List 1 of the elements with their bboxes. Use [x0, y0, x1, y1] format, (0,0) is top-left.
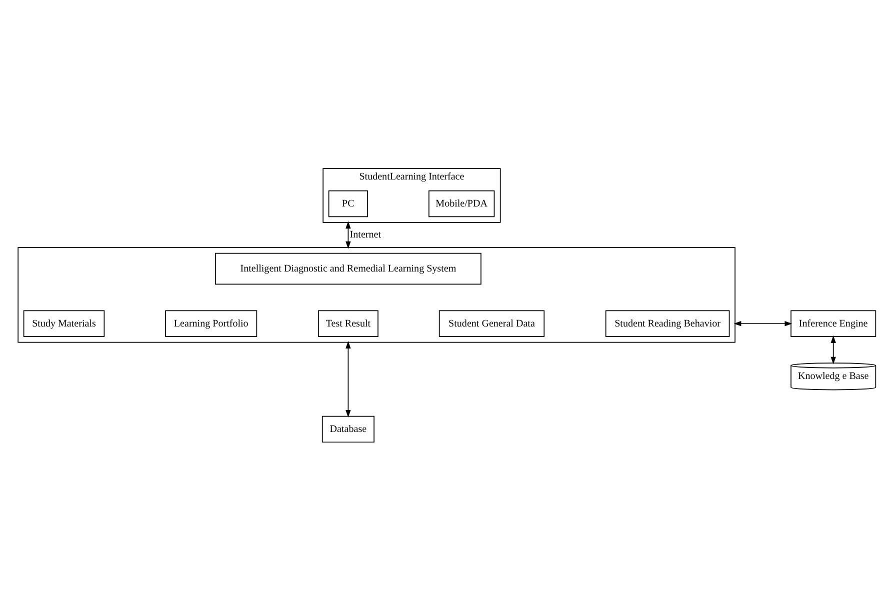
edge-label: Internet: [350, 229, 382, 240]
